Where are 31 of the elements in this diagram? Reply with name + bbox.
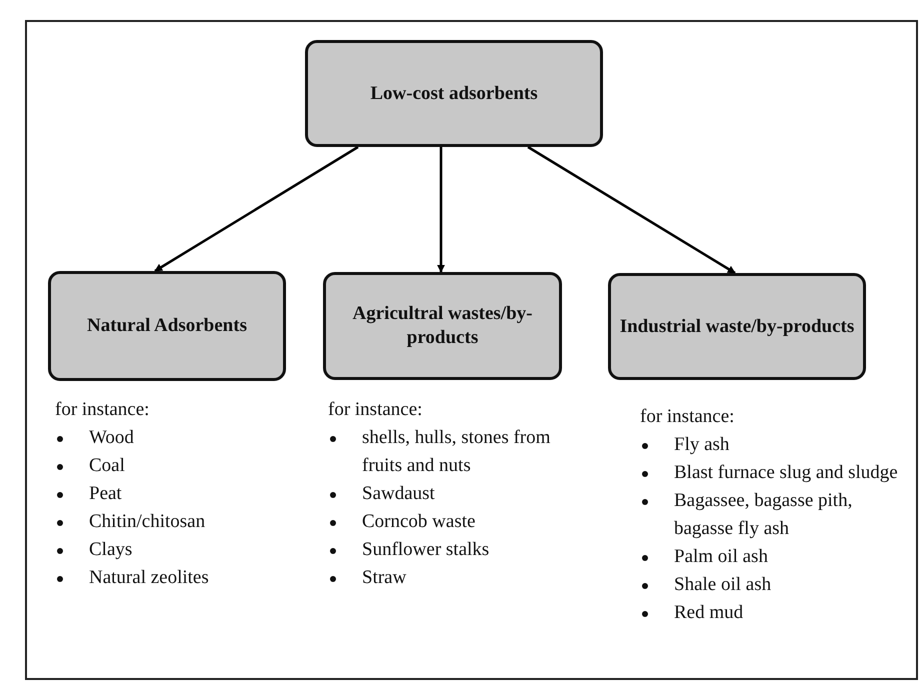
box-title: Industrial waste/by-products: [620, 314, 854, 338]
list-item: Sawdaust: [362, 482, 435, 506]
category-box: [48, 271, 286, 381]
category-box: [305, 40, 603, 147]
list-item: Corncob waste: [362, 510, 476, 534]
list-item: Coal: [89, 454, 125, 478]
list-item: Wood: [89, 426, 134, 450]
list-item: Blast furnace slug and sludge: [674, 461, 898, 485]
arrow: [154, 146, 359, 272]
list-item: Fly ash: [674, 433, 730, 457]
list-item: Bagassee, bagasse pith, bagasse fly ash: [674, 489, 854, 541]
box-title: Natural Adsorbents: [87, 314, 247, 338]
list-item: Sunflower stalks: [362, 538, 490, 562]
list-item: Shale oil ash: [674, 573, 772, 597]
list-item: Clays: [89, 538, 132, 562]
list-heading: for instance:: [640, 405, 736, 429]
box-title: Low-cost adsorbents: [370, 82, 538, 106]
list-item: Straw: [362, 566, 406, 590]
list-item: Natural zeolites: [89, 566, 209, 590]
list-heading: for instance:: [328, 398, 424, 422]
list-item: Palm oil ash: [674, 545, 768, 569]
list-heading: for instance:: [55, 398, 150, 422]
list-item: Chitin/chitosan: [89, 510, 206, 534]
category-box: [608, 273, 866, 380]
arrow: [437, 147, 445, 273]
arrow: [527, 146, 736, 274]
list-item: Red mud: [674, 601, 744, 625]
list-item: shells, hulls, stones from fruits and nuts: [362, 426, 552, 478]
box-title: Agricultral wastes/by-products: [352, 302, 534, 350]
list-item: Peat: [89, 482, 122, 506]
category-box: [323, 272, 562, 380]
